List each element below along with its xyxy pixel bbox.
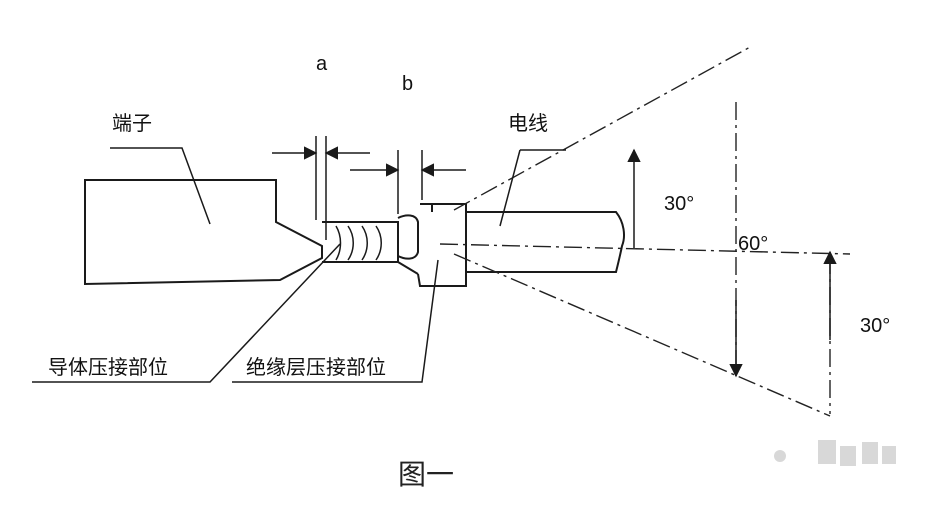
insulation-crimp-label: 绝缘层压接部位: [246, 355, 386, 379]
wire-label: 电线: [508, 111, 548, 135]
insulation-crimp-barrel: [417, 203, 467, 287]
figure-caption: 图一: [398, 458, 454, 491]
conductor-crimp-section: [322, 221, 399, 263]
dimension-lines: [272, 136, 466, 240]
angle-upper-label: 30°: [664, 193, 694, 215]
bellmouth: [397, 214, 419, 275]
centerline-and-cone: [439, 45, 851, 417]
dimension-b-label: b: [402, 73, 413, 95]
terminal-body: [84, 179, 323, 286]
leader-lines: [32, 147, 566, 383]
terminal-label: 端子: [112, 111, 152, 135]
angle-arrows: [627, 148, 837, 378]
angle-lower-label: 30°: [860, 315, 890, 337]
wire: [466, 211, 625, 273]
conductor-crimp-label: 导体压接部位: [48, 355, 168, 379]
watermark-logo: [774, 440, 896, 466]
dimension-a-label: a: [316, 53, 328, 75]
angle-total-label: 60°: [738, 233, 768, 255]
